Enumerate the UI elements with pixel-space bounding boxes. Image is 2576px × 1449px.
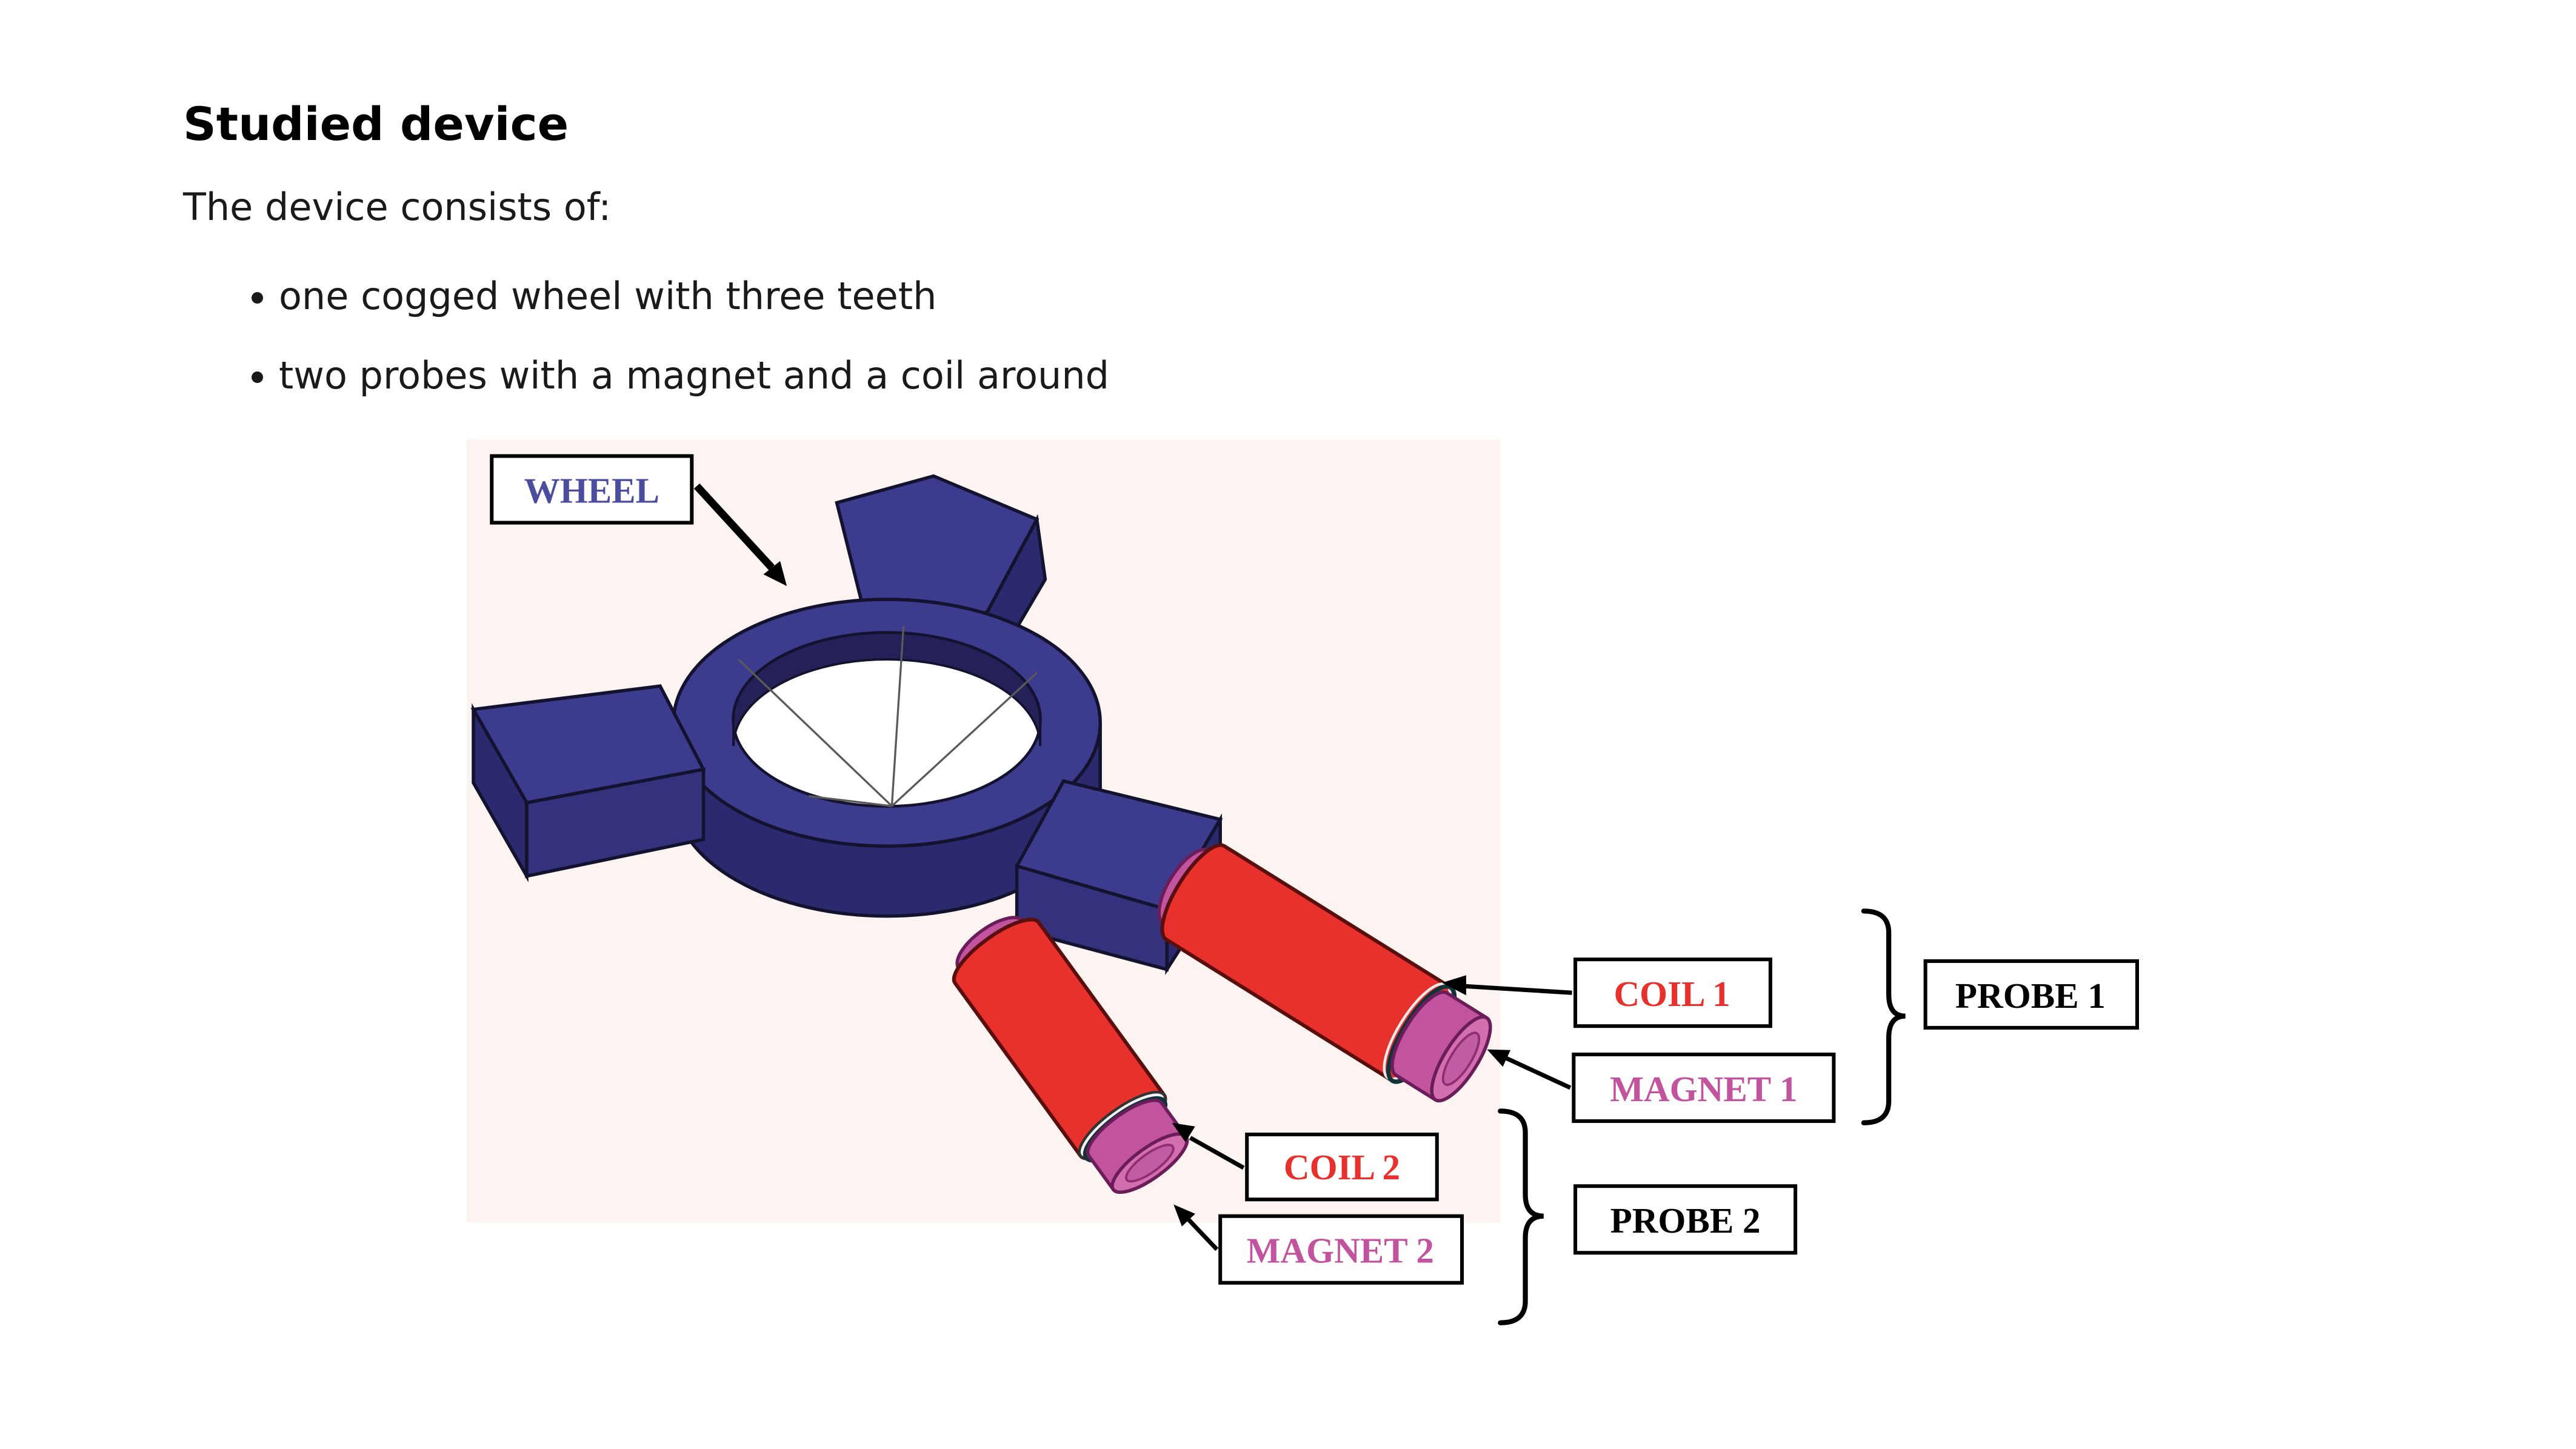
bullet-list: one cogged wheel with three teeth two pr…	[183, 274, 1109, 398]
magnet-2-arrow	[1183, 1214, 1219, 1251]
magnet-2-cap-core	[1125, 1144, 1175, 1183]
wheel-tooth-left-bottom	[525, 767, 706, 879]
probe-1-label: PROBE 1	[1955, 976, 2106, 1016]
magnet-1-label-box	[1572, 1052, 1836, 1123]
coil-2-label-box	[1245, 1132, 1439, 1202]
coil-1-arrowhead	[1442, 975, 1466, 996]
probe-2-brace	[1498, 1108, 1544, 1325]
bullet-item-probes: two probes with a magnet and a coil arou…	[279, 353, 1109, 398]
coil-1-label-box	[1573, 958, 1772, 1028]
probe-1	[1157, 843, 1492, 1103]
probe-1-label-group: PROBE 1	[1861, 908, 2139, 1125]
probe-2-label-box	[1573, 1184, 1798, 1255]
wheel-label-group: WHEEL	[490, 454, 787, 587]
magnet-2-label: MAGNET 2	[1247, 1231, 1434, 1271]
wheel-arrow	[693, 483, 775, 571]
coil-2-label: COIL 2	[1284, 1147, 1400, 1187]
wheel-arrowhead	[763, 561, 787, 587]
coil-2-arrow	[1189, 1136, 1245, 1170]
wheel-tooth-right-front	[1015, 864, 1169, 972]
coil-1-label-group: COIL 1	[1442, 958, 1772, 1028]
magnet-2-label-group: MAGNET 2	[1173, 1204, 1464, 1285]
bullet-item-wheel: one cogged wheel with three teeth	[279, 274, 1109, 318]
magnet-1-arrow	[1504, 1056, 1572, 1090]
wheel-inner-wall	[732, 631, 1042, 747]
coil-1-arrow	[1463, 984, 1572, 995]
probe-2	[952, 916, 1189, 1194]
page-title: Studied device	[183, 97, 569, 151]
probe-1-label-box	[1923, 959, 2139, 1030]
coil-2-arrowhead	[1172, 1122, 1195, 1142]
wheel-spokes	[738, 625, 1038, 807]
magnet-1-arrowhead	[1487, 1049, 1511, 1067]
probe-1-brace	[1861, 908, 1906, 1125]
coil-1-label: COIL 1	[1613, 974, 1730, 1014]
probe-2-label: PROBE 2	[1610, 1201, 1761, 1241]
magnet-1-cap-core	[1441, 1031, 1481, 1086]
coil-2-label-group: COIL 2	[1172, 1122, 1439, 1202]
magnet-2-arrowhead	[1173, 1204, 1195, 1227]
magnet-1-label: MAGNET 1	[1610, 1069, 1797, 1109]
text-block: Studied device The device consists of: o…	[183, 97, 1109, 433]
intro-text: The device consists of:	[183, 185, 612, 229]
probe-2-label-group: PROBE 2	[1498, 1108, 1798, 1325]
magnet-1-label-group: MAGNET 1	[1487, 1049, 1836, 1123]
magnet-2-label-box	[1218, 1214, 1464, 1285]
wheel-label-box	[490, 454, 694, 525]
cogged-wheel	[470, 474, 1223, 976]
device-diagram: WHEEL COIL 1 MAGNET 1 PROBE 1 COIL 2 MAG…	[467, 439, 2139, 1325]
wheel-label: WHEEL	[524, 471, 659, 511]
